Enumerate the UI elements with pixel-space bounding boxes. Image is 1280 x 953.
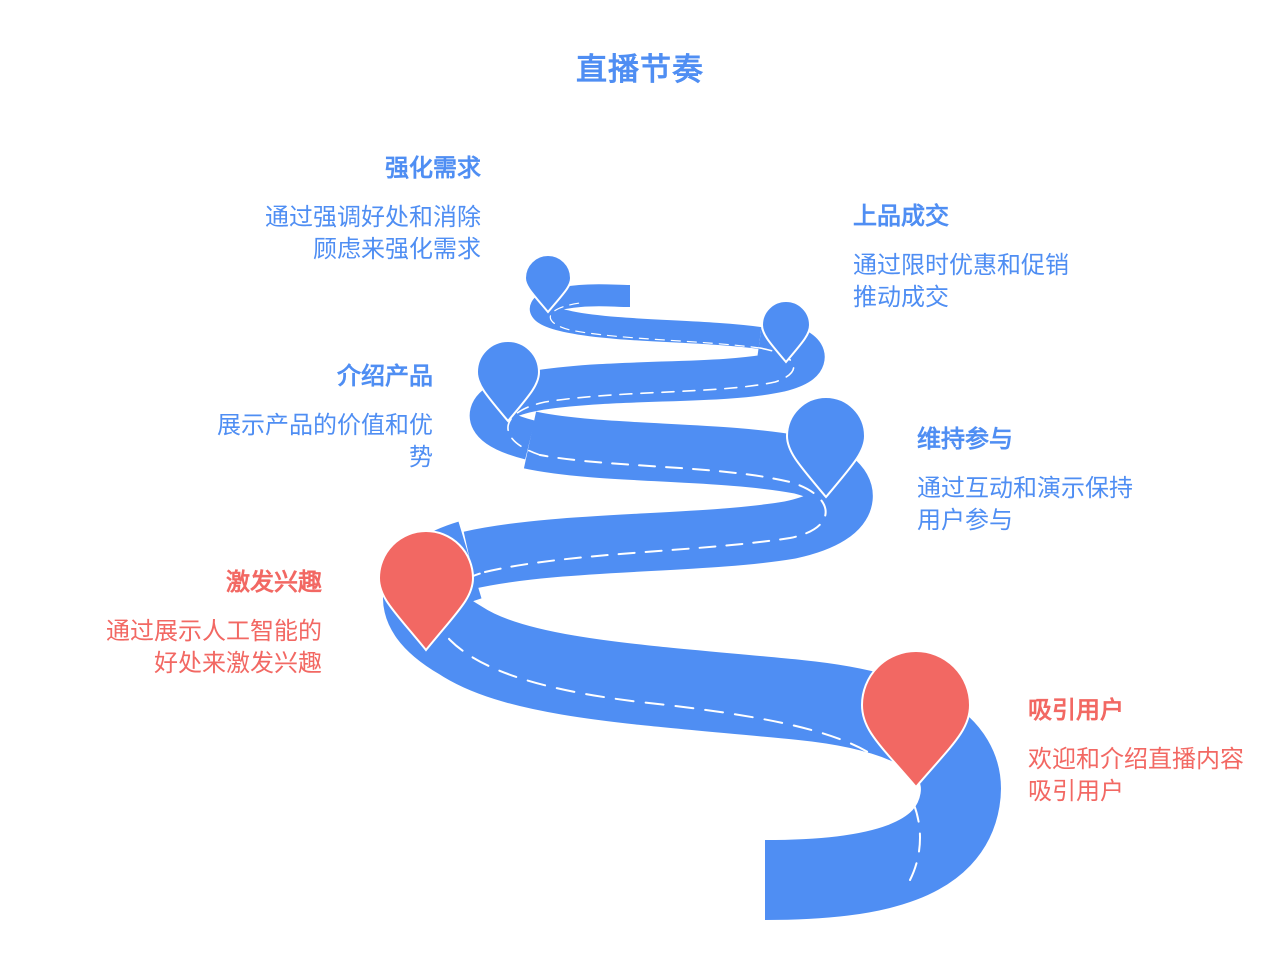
road-segment-2 <box>463 411 873 589</box>
step-strengthen-demand: 强化需求 通过强调好处和消除 顾虑来强化需求 <box>161 153 481 265</box>
step-title: 强化需求 <box>385 154 481 182</box>
step-description: 通过互动和演示保持 用户参与 <box>917 474 1133 534</box>
step-description: 展示产品的价值和优 势 <box>217 411 433 471</box>
marker-red-large-pin <box>860 650 972 789</box>
marker-blue-mid-pin <box>785 396 867 499</box>
step-title: 上品成交 <box>853 202 949 230</box>
step-spark-interest: 激发兴趣 通过展示人工智能的 好处来激发兴趣 <box>2 567 322 679</box>
step-title: 维持参与 <box>917 425 1013 453</box>
diagram-title: 直播节奏 <box>576 52 704 88</box>
marker-blue-right-pin <box>760 300 812 364</box>
marker-blue-top-pin <box>523 254 573 314</box>
step-title: 介绍产品 <box>337 362 433 390</box>
step-attract-users: 吸引用户 欢迎和介绍直播内容 吸引用户 <box>1028 695 1278 807</box>
step-description: 通过展示人工智能的 好处来激发兴趣 <box>106 617 322 677</box>
step-description: 通过限时优惠和促销 推动成交 <box>853 251 1069 311</box>
marker-blue-left-pin <box>475 340 541 423</box>
road-segment-4 <box>529 284 762 349</box>
markers <box>377 254 972 789</box>
marker-red-mid-pin <box>377 530 475 652</box>
step-title: 吸引用户 <box>1028 696 1124 724</box>
step-description: 通过强调好处和消除 顾虑来强化需求 <box>265 203 481 263</box>
road-segment-3 <box>470 318 825 460</box>
step-introduce-product: 介绍产品 展示产品的价值和优 势 <box>113 361 433 473</box>
step-description: 欢迎和介绍直播内容 吸引用户 <box>1028 745 1244 805</box>
step-maintain-engagement: 维持参与 通过互动和演示保持 用户参与 <box>917 424 1237 536</box>
step-title: 激发兴趣 <box>226 568 322 596</box>
step-close-deal: 上品成交 通过限时优惠和促销 推动成交 <box>853 201 1173 313</box>
